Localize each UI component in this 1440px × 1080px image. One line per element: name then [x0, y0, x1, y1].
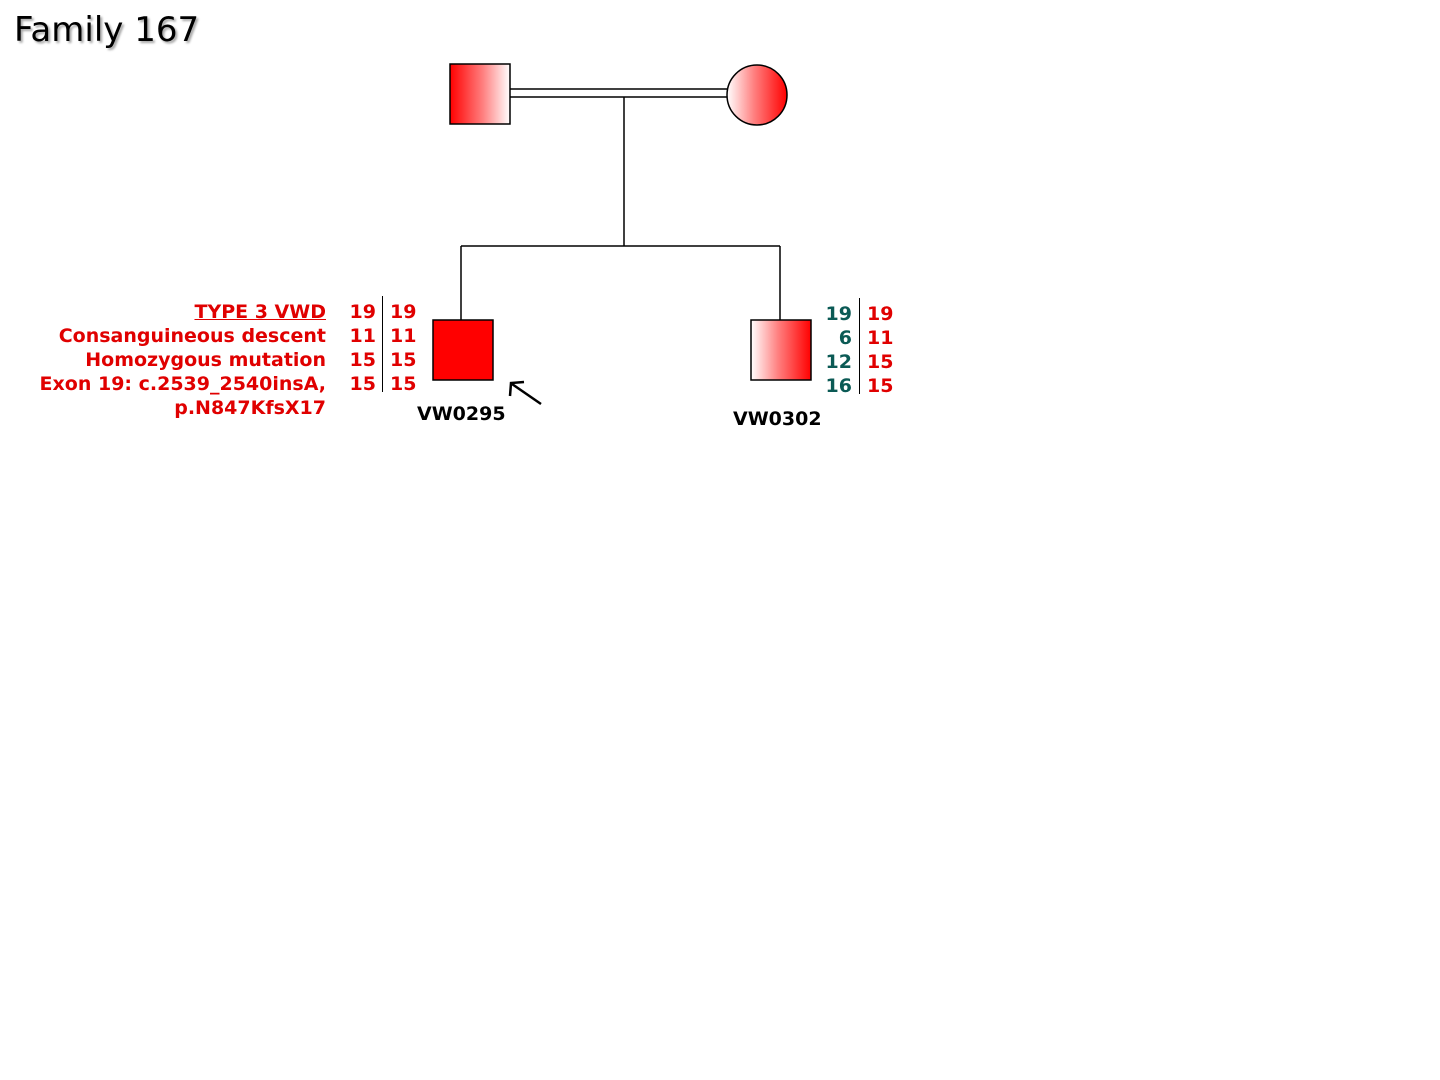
haplotype-allele: 19 [867, 303, 894, 325]
haplotype-allele: 19 [349, 301, 376, 323]
diagnosis-label: TYPE 3 VWD [194, 301, 326, 323]
proband-haplotype: 19 11 15 15 19 11 15 15 [346, 296, 426, 396]
haplotype-allele: 15 [867, 375, 894, 397]
haplotype-allele: 11 [390, 325, 417, 347]
haplotype-allele: 19 [390, 301, 417, 323]
haplotype-allele: 15 [867, 351, 894, 373]
haplotype-allele: 11 [867, 327, 894, 349]
sibling-id-label: VW0302 [733, 408, 822, 430]
haplotype-separator [859, 298, 860, 394]
haplotype-allele: 6 [838, 327, 852, 349]
proband-id-label: VW0295 [417, 403, 506, 425]
haplotype-allele: 15 [349, 373, 376, 395]
mother-symbol [726, 64, 788, 126]
proband-arrow-icon [508, 380, 542, 406]
father-symbol [449, 63, 511, 125]
proband-symbol [432, 319, 494, 381]
haplotype-allele: 11 [349, 325, 376, 347]
descent-label: Consanguineous descent [58, 325, 326, 347]
haplotype-separator [382, 296, 383, 392]
sibling-symbol [750, 319, 812, 381]
haplotype-allele: 19 [825, 303, 852, 325]
phenotype-annotation: TYPE 3 VWD Consanguineous descent Homozy… [40, 300, 326, 420]
sibling-haplotype: 19 6 12 16 19 11 15 15 [822, 298, 902, 398]
zygosity-label: Homozygous mutation [85, 349, 326, 371]
haplotype-allele: 16 [825, 375, 852, 397]
haplotype-allele: 15 [390, 349, 417, 371]
page-title: Family 167 [14, 10, 200, 50]
protein-change-label: p.N847KfsX17 [174, 397, 326, 419]
mutation-label: Exon 19: c.2539_2540insA, [39, 373, 326, 395]
haplotype-allele: 15 [390, 373, 417, 395]
haplotype-allele: 12 [825, 351, 852, 373]
haplotype-allele: 15 [349, 349, 376, 371]
